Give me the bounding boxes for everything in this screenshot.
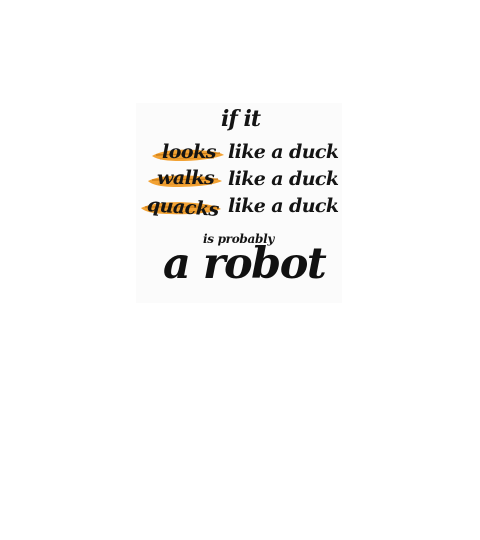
verb-looks: looks <box>162 141 216 163</box>
suffix-like-a-duck-2: like a duck <box>228 168 339 190</box>
line-a-robot: a robot <box>163 239 327 289</box>
verb-walks: walks <box>157 167 215 189</box>
orange-smear-icon <box>152 149 224 161</box>
line-is-probably: is probably <box>203 232 274 246</box>
orange-smear-icon <box>141 202 221 215</box>
line-if-it: if it <box>221 106 261 132</box>
verb-quacks: quacks <box>146 194 220 221</box>
orange-smear-icon <box>148 175 222 187</box>
suffix-like-a-duck-3: like a duck <box>228 195 339 217</box>
suffix-like-a-duck-1: like a duck <box>228 141 339 163</box>
